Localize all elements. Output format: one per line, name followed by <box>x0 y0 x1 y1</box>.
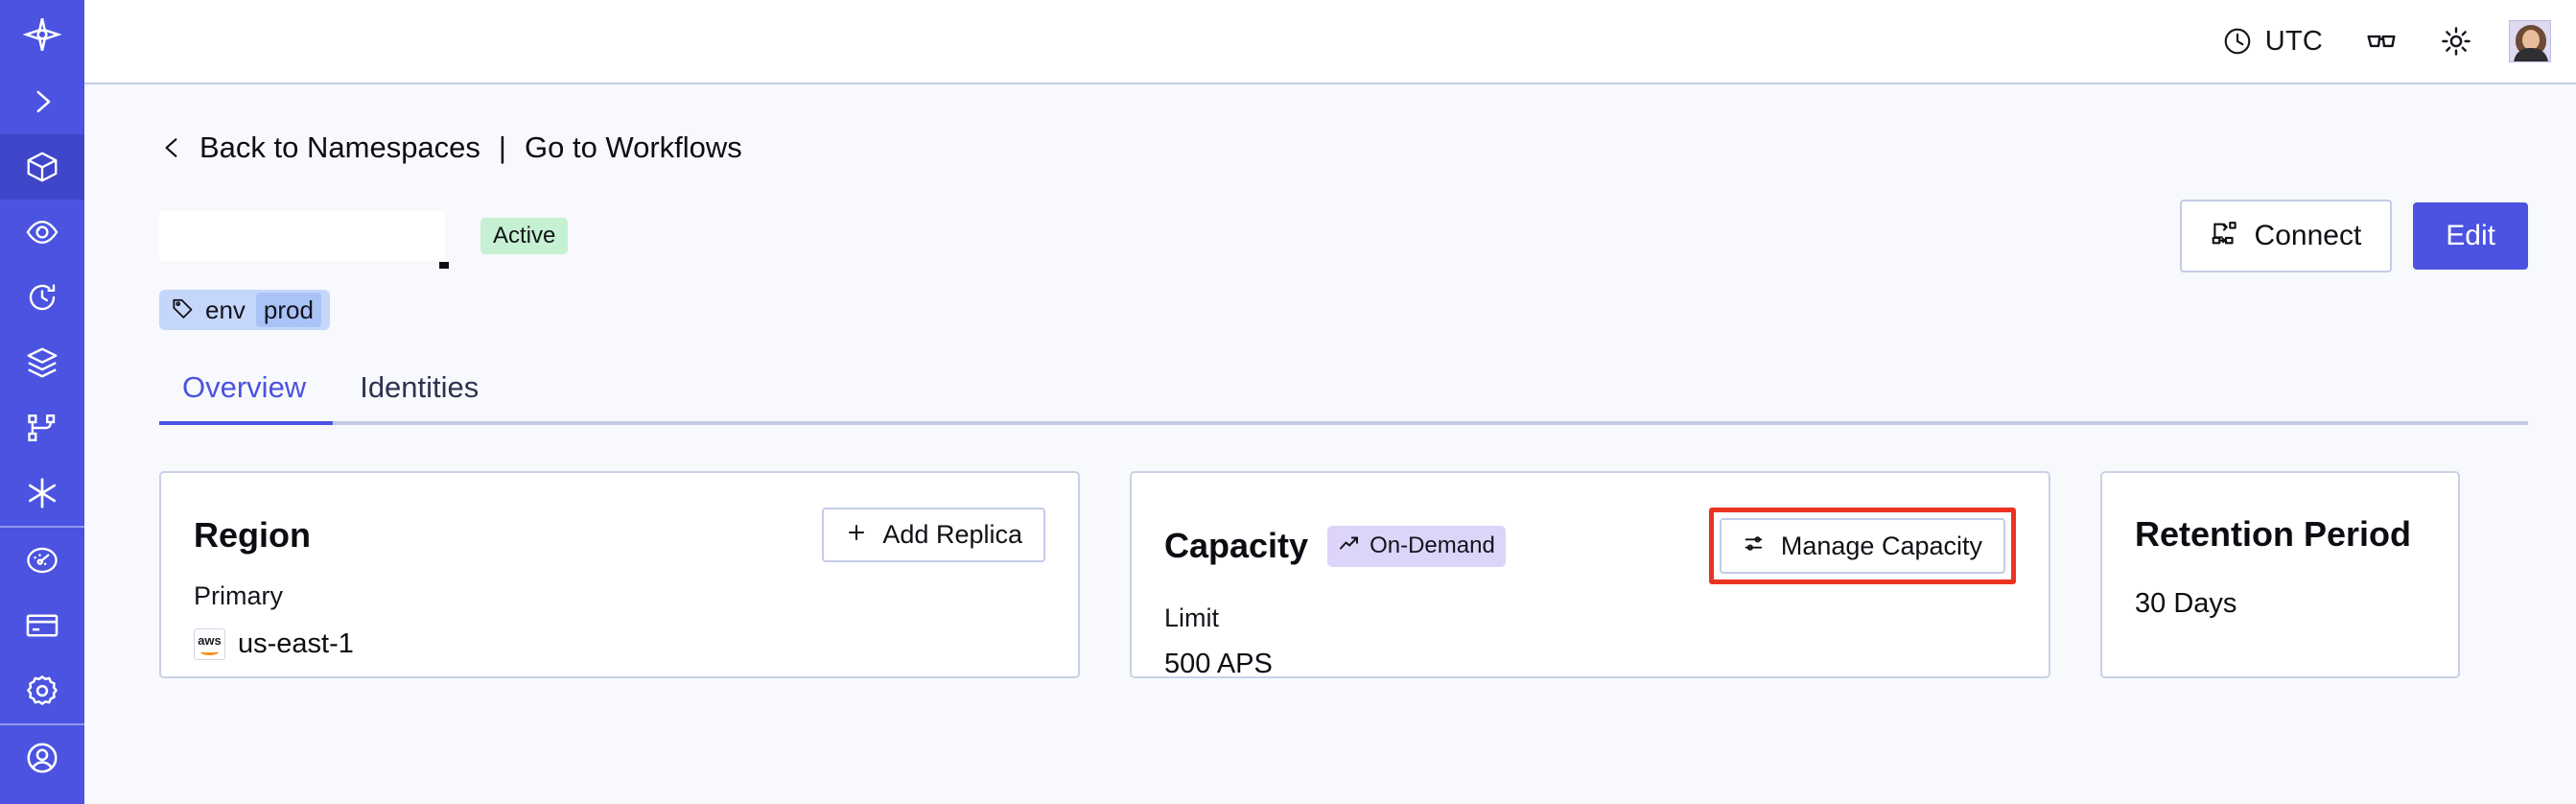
plus-icon <box>845 521 868 549</box>
sidebar-item-workflows[interactable] <box>0 395 84 461</box>
aws-icon-smile <box>200 649 219 655</box>
sidebar-item-account[interactable] <box>0 725 84 791</box>
edit-button-label: Edit <box>2446 220 2495 251</box>
sidebar-item-billing[interactable] <box>0 593 84 658</box>
left-sidebar <box>0 0 84 804</box>
timezone-selector[interactable]: UTC <box>2201 26 2344 58</box>
region-value-row: aws us-east-1 <box>194 628 1045 660</box>
sidebar-item-usage[interactable] <box>0 528 84 593</box>
retention-card: Retention Period 30 Days <box>2100 471 2460 678</box>
sidebar-divider-1 <box>0 526 84 528</box>
theme-toggle-button[interactable] <box>2419 25 2494 58</box>
glasses-icon <box>2365 25 2398 58</box>
tag-key: env <box>205 296 246 324</box>
timezone-label: UTC <box>2264 25 2323 57</box>
retention-value: 30 Days <box>2135 588 2237 619</box>
right-pane: UTC <box>84 0 2576 804</box>
connect-button-label: Connect <box>2254 220 2362 251</box>
asterisk-icon <box>24 475 60 511</box>
sidebar-item-settings[interactable] <box>0 658 84 723</box>
layers-icon <box>24 344 60 381</box>
breadcrumb-separator: | <box>498 130 506 164</box>
overview-cards: Region Add Replica Primary <box>159 471 2528 678</box>
sun-icon <box>2440 25 2472 58</box>
tag-row: env prod <box>159 290 2528 330</box>
edit-button[interactable]: Edit <box>2413 202 2528 270</box>
page-title-artifact <box>439 262 449 269</box>
chevron-left-icon[interactable] <box>159 131 184 164</box>
sidebar-item-logo[interactable] <box>0 0 84 69</box>
breadcrumb: Back to Namespaces | Go to Workflows <box>159 130 2528 165</box>
status-badge: Active <box>480 218 569 254</box>
reading-mode-button[interactable] <box>2344 25 2419 58</box>
avatar-face <box>2522 30 2540 50</box>
top-bar: UTC <box>84 0 2576 84</box>
on-demand-badge: On-Demand <box>1327 525 1506 567</box>
tab-overview[interactable]: Overview <box>159 370 334 425</box>
aws-icon: aws <box>194 628 225 660</box>
page-title-row: Active <box>159 200 2528 272</box>
breadcrumb-back-link[interactable]: Back to Namespaces <box>199 130 480 164</box>
workflow-nodes-icon <box>25 411 59 445</box>
capacity-card: Capacity On-Demand <box>1130 471 2050 678</box>
page-actions: Connect Edit <box>2179 200 2528 272</box>
tab-bar: Overview Identities <box>159 370 2528 425</box>
breadcrumb-workflows-link[interactable]: Go to Workflows <box>524 130 742 164</box>
retention-card-title: Retention Period <box>2135 514 2412 554</box>
clock-icon <box>2222 26 2253 57</box>
connect-button[interactable]: Connect <box>2179 200 2393 272</box>
temporal-logo-icon <box>23 15 61 54</box>
trending-up-icon <box>1338 532 1361 560</box>
region-card: Region Add Replica Primary <box>159 471 1080 678</box>
connect-icon <box>2211 219 2239 253</box>
avatar-body <box>2514 48 2548 61</box>
on-demand-badge-label: On-Demand <box>1370 532 1495 558</box>
eye-icon <box>24 214 60 250</box>
tab-identities[interactable]: Identities <box>360 370 480 404</box>
tag-value: prod <box>255 293 321 327</box>
sidebar-divider-2 <box>0 723 84 725</box>
capacity-card-header: Capacity On-Demand <box>1164 508 2016 584</box>
tag-icon <box>171 296 195 324</box>
gauge-icon <box>24 542 60 579</box>
add-replica-button[interactable]: Add Replica <box>822 508 1045 562</box>
retention-card-header: Retention Period <box>2135 508 2425 561</box>
avatar[interactable] <box>2509 20 2551 62</box>
sliders-icon <box>1743 532 1767 560</box>
account-circle-icon <box>24 740 60 776</box>
manage-capacity-highlight: Manage Capacity <box>1708 508 2016 584</box>
add-replica-label: Add Replica <box>882 520 1022 549</box>
gear-icon <box>24 673 60 709</box>
credit-card-icon <box>24 607 60 644</box>
main-content: Back to Namespaces | Go to Workflows Act… <box>84 84 2576 804</box>
page-title <box>159 211 445 261</box>
namespace-tag[interactable]: env prod <box>159 290 330 330</box>
region-card-title: Region <box>194 514 311 555</box>
chevron-right-icon <box>26 85 59 118</box>
sidebar-item-namespaces[interactable] <box>0 134 84 200</box>
region-card-header: Region Add Replica <box>194 508 1045 562</box>
sidebar-item-schedules[interactable] <box>0 265 84 330</box>
clock-arrow-icon <box>25 280 59 315</box>
sidebar-item-batch-operations[interactable] <box>0 330 84 395</box>
capacity-value: 500 APS <box>1164 649 1273 679</box>
region-value: us-east-1 <box>238 628 354 659</box>
region-sub-label: Primary <box>194 581 283 610</box>
sidebar-item-observability[interactable] <box>0 200 84 265</box>
aws-icon-text: aws <box>198 632 222 648</box>
sidebar-item-expand[interactable] <box>0 69 84 134</box>
sidebar-item-nexus[interactable] <box>0 461 84 526</box>
manage-capacity-button[interactable]: Manage Capacity <box>1719 518 2005 574</box>
capacity-sub-label: Limit <box>1164 603 1220 632</box>
manage-capacity-label: Manage Capacity <box>1780 531 1982 560</box>
cube-icon <box>24 149 60 185</box>
capacity-card-title: Capacity <box>1164 526 1309 565</box>
